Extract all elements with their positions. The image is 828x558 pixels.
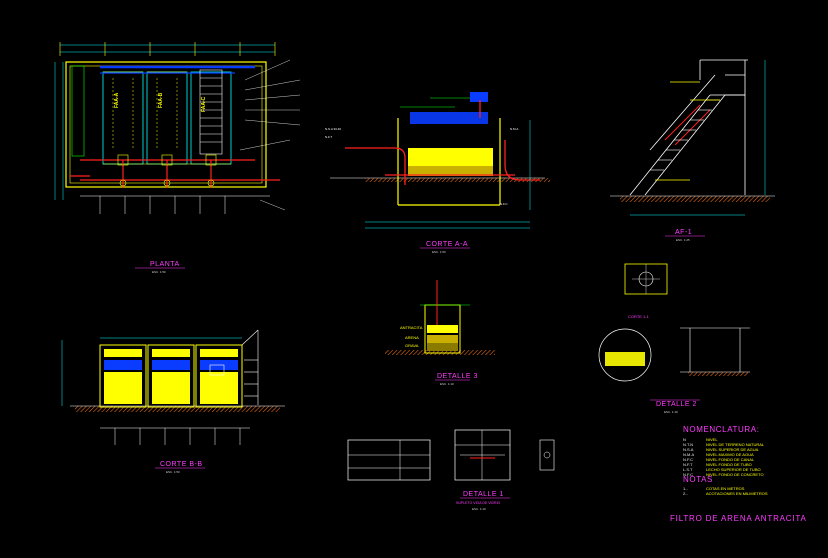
nomenclatura-block: NOMENCLATURA: N NIVEL N.T.N NIVEL DE TER… [683,425,768,496]
detalle3-scale: ESC. 1:10 [440,382,454,386]
nom-desc: LECHO SUPERIOR DE TUBO [706,467,761,472]
planta-title: PLANTA [150,261,180,268]
notas-title: NOTAS [683,475,713,484]
layer-arena: ARENA [405,335,419,340]
af1-scale: ESC. 1:25 [676,238,690,242]
nom-desc: NIVEL [706,437,718,442]
nota-desc: COTAS EN METROS [706,486,745,491]
nom-desc: NIVEL MAXIMO DE AGUA [706,452,754,457]
tag-fac: FAA-C [201,96,207,112]
nom-abbr: L.S.T [683,467,693,472]
corte-aa-view: N.S.A 33.40N.F.T N.M.A N.F.C CORTE A-A ES… [325,92,550,254]
detalle2-view: CORTE 1-1 DETALLE 2 ESC. 1:10 [598,263,750,414]
corte-bb-view: CORTE B-B ESC. 1:50 [61,329,285,474]
detalle1-subtitle: SUPLETO VIGA DE VIDRIO [456,501,501,505]
nom-desc: NIVEL FONDO DE CANAL [706,457,755,462]
nom-desc: NIVEL FONDO DE TUBO [706,462,752,467]
corte-bb-title: CORTE B-B [160,461,203,468]
tag-fab: FAA-B [158,92,164,108]
nom-abbr: N.T.N [683,442,693,447]
nom-desc: NIVEL DE TERRENO NATURAL [706,442,765,447]
corte-bb-scale: ESC. 1:50 [166,470,180,474]
nom-abbr: N.M.A [683,452,694,457]
tag-faa: FAA-A [114,92,120,108]
svg-text:N.F.C: N.F.C [500,202,508,206]
corte-aa-title: CORTE A-A [426,241,468,248]
detalle3-title: DETALLE 3 [437,373,478,380]
nom-abbr: N.F.C [683,472,693,477]
nota-abbr: 2.- [683,491,688,496]
nom-desc: NIVEL SUPERIOR DE AGUA [706,447,759,452]
corte-11-title: CORTE 1-1 [628,314,650,319]
svg-text:N.M.A: N.M.A [510,127,518,131]
detalle1-view: DETALLE 1 SUPLETO VIGA DE VIDRIO ESC. 1:… [347,429,555,511]
corte-aa-scale: ESC. 1:50 [432,250,446,254]
nomenclatura-title: NOMENCLATURA: [683,425,760,434]
nota-desc: ACOTACIONES EN MILIMETROS [706,491,768,496]
detalle3-view: ANTRACITA ARENA GRAVA DETALLE 3 ESC. 1:1… [385,280,495,386]
nom-abbr: N.S.A [683,447,694,452]
svg-text:N.F.T: N.F.T [325,135,332,139]
nomenclatura-list: N NIVEL N.T.N NIVEL DE TERRENO NATURAL N… [683,437,765,477]
af1-view: AF-1 ESC. 1:25 [610,59,775,242]
nom-desc: NIVEL FONDO DE CONCRETO [706,472,764,477]
planta-scale: ESC. 1:50 [152,270,166,274]
planta-view: FAA-A FAA-B FAA-C PLANTA ESC. 1:50 [54,42,301,274]
nom-abbr: N.F.C [683,457,693,462]
nom-abbr: N [683,437,686,442]
af1-title: AF-1 [675,229,692,236]
svg-text:N.S.A 33.40: N.S.A 33.40 [325,127,341,131]
layer-grava: GRAVA [405,343,419,348]
nota-abbr: 1.- [683,486,688,491]
detalle2-scale: ESC. 1:10 [664,410,678,414]
detalle2-title: DETALLE 2 [656,401,697,408]
detalle1-scale: ESC. 1:10 [472,507,486,511]
layer-antracita: ANTRACITA [400,325,423,330]
sheet-title: FILTRO DE ARENA ANTRACITA [670,514,807,523]
detalle1-title: DETALLE 1 [463,491,504,498]
nom-abbr: N.F.T [683,462,693,467]
